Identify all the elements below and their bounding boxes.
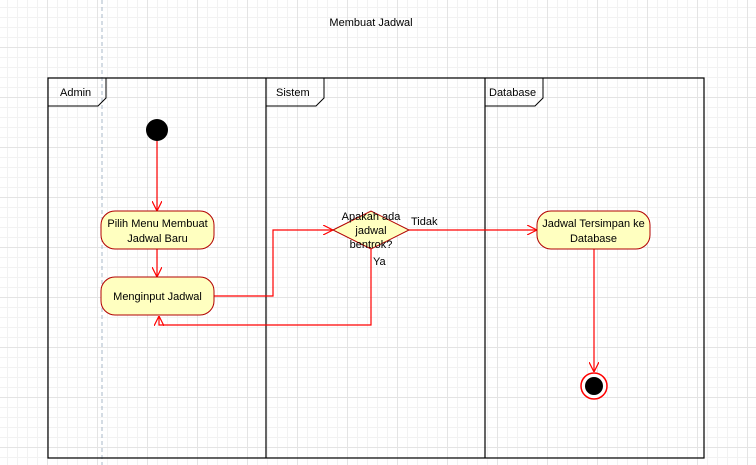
activity-box [536,210,651,250]
lane-database: Database [485,78,544,107]
lane-label: Sistem [276,87,310,99]
activity-label: Jadwal Baru [127,233,188,245]
flow-input-to-decision [214,230,333,297]
initial-node [146,119,168,141]
guard-tidak: Tidak [411,216,438,228]
activity-label: Database [570,233,617,245]
decision-label: Apakah ada [342,211,402,223]
lane-admin: Admin [48,78,107,107]
control-flows [157,141,594,372]
flow-decision-ya [159,248,372,325]
decision-node: Apakah ada jadwal bentrok? [331,210,411,251]
activity-menginput: Menginput Jadwal [100,276,215,316]
activity-tersimpan: Jadwal Tersimpan ke Database [536,210,651,250]
activity-label: Pilih Menu Membuat [107,218,207,230]
final-node [580,372,608,400]
activity-label: Menginput Jadwal [113,291,202,303]
decision-label: bentrok? [350,239,393,251]
lane-tab [266,78,325,107]
decision-diamond [331,210,411,250]
guard-ya: Ya [373,256,387,268]
activity-pilih-menu: Pilih Menu Membuat Jadwal Baru [100,210,215,250]
activity-label: Jadwal Tersimpan ke [542,218,645,230]
final-node-dot [585,377,603,395]
swimlane-frame [47,77,705,459]
lane-tab [48,78,107,107]
decision-label: jadwal [354,225,386,237]
activity-box [100,210,215,250]
lane-label: Admin [60,87,91,99]
lane-sistem: Sistem [266,78,325,107]
lane-tab [485,78,544,107]
diagram-title: Membuat Jadwal [329,17,412,29]
activity-box [100,276,215,316]
lane-label: Database [489,87,536,99]
